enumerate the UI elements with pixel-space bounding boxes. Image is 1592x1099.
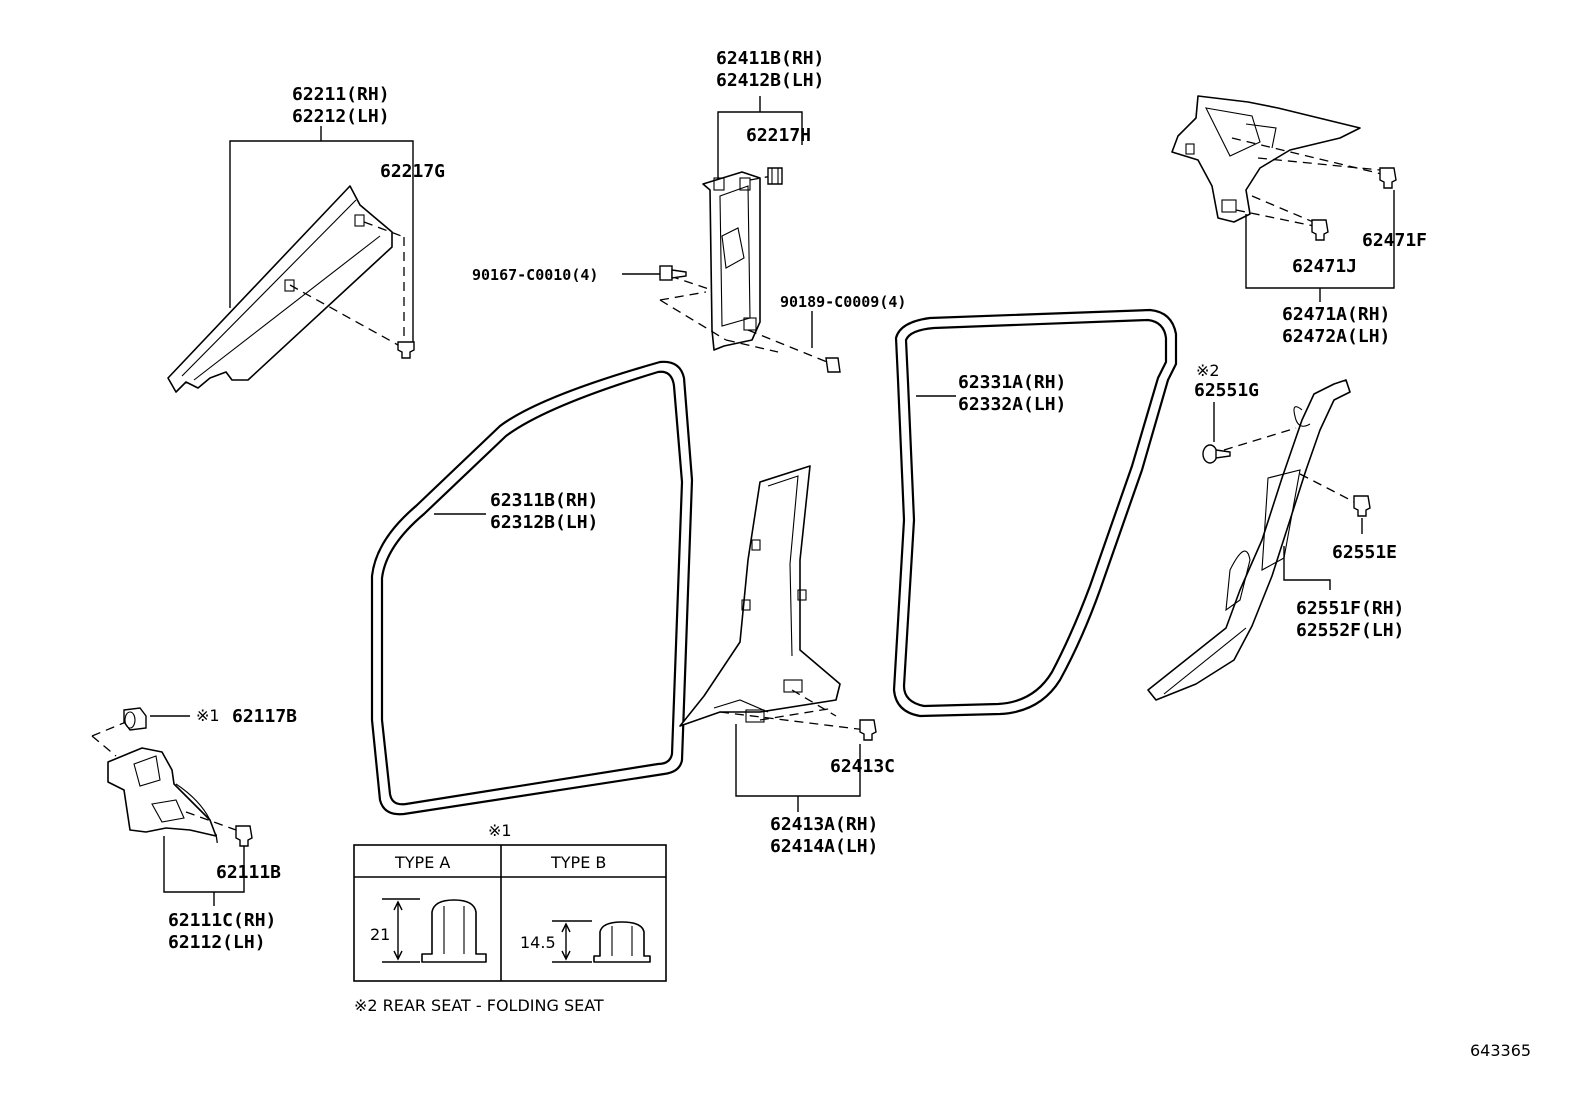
marker-62117b: ※1 [196, 706, 220, 725]
label-62217g: 62217G [380, 161, 445, 182]
clip-62217g-icon [397, 341, 415, 359]
label-62413a: 62413A(RH) [770, 814, 878, 835]
label-62117b: 62117B [232, 706, 297, 727]
label-62312b: 62312B(LH) [490, 512, 598, 533]
pin-62551g-icon [1202, 444, 1231, 464]
label-62217h: 62217H [746, 125, 811, 146]
label-62413c: 62413C [830, 756, 895, 777]
figure-id: 643365 [1470, 1041, 1531, 1060]
clip-62471j-icon [1311, 219, 1329, 241]
b-pillar-upper-garnish [702, 171, 761, 351]
label-62311b: 62311B(RH) [490, 490, 598, 511]
cap-62117b-icon [123, 707, 147, 731]
screw-90167-icon [659, 265, 687, 281]
label-62332a: 62332A(LH) [958, 394, 1066, 415]
type-a-header: TYPE A [394, 853, 450, 872]
label-62412b: 62412B(LH) [716, 70, 824, 91]
type-b-dimension: 14.5 [520, 933, 556, 952]
b-pillar-lower-garnish [679, 465, 841, 727]
label-62551e: 62551E [1332, 542, 1397, 563]
type-b-header: TYPE B [550, 853, 606, 872]
cowl-side-trim [107, 747, 217, 837]
marker-62551g: ※2 [1196, 361, 1220, 380]
label-62211: 62211(RH) [292, 84, 390, 105]
rear-door-opening-trim [892, 308, 1178, 718]
label-62411b: 62411B(RH) [716, 48, 824, 69]
type-a-dimension: 21 [370, 925, 390, 944]
label-62112: 62112(LH) [168, 932, 266, 953]
roof-side-leaders [1231, 137, 1395, 302]
quarter-trim-panel [1147, 379, 1351, 701]
front-door-opening-trim [370, 360, 694, 816]
clip-62111b-icon [235, 825, 253, 847]
label-62111b: 62111B [216, 862, 281, 883]
clip-62413c-icon [859, 719, 877, 741]
type-table-marker: ※1 [488, 821, 512, 840]
label-62331a: 62331A(RH) [958, 372, 1066, 393]
a-pillar-garnish [167, 185, 393, 393]
label-62472a: 62472A(LH) [1282, 326, 1390, 347]
label-62414a: 62414A(LH) [770, 836, 878, 857]
clip-62217h-icon [767, 167, 783, 185]
nut-90189-icon [825, 357, 841, 373]
cowl-side-leaders [91, 715, 245, 906]
clip-62471f-icon [1379, 167, 1397, 189]
type-a-fastener-icon [382, 898, 487, 963]
label-90189: 90189-C0009(4) [780, 293, 906, 311]
label-62212: 62212(LH) [292, 106, 390, 127]
label-62551f: 62551F(RH) [1296, 598, 1404, 619]
label-62471a: 62471A(RH) [1282, 304, 1390, 325]
label-62552f: 62552F(LH) [1296, 620, 1404, 641]
label-62471f: 62471F [1362, 230, 1427, 251]
clip-62551e-icon [1353, 495, 1371, 517]
a-pillar-leaders [229, 126, 414, 346]
label-62111c: 62111C(RH) [168, 910, 276, 931]
label-90167: 90167-C0010(4) [472, 266, 598, 284]
type-b-fastener-icon [552, 920, 651, 963]
b-pillar-lower-leaders [719, 689, 867, 812]
label-62551g: 62551G [1194, 380, 1259, 401]
label-62471j: 62471J [1292, 256, 1357, 277]
type-table: ※1 TYPE A TYPE B 21 14.5 [353, 821, 667, 982]
footnote: ※2 REAR SEAT - FOLDING SEAT [354, 996, 604, 1015]
quarter-trim-leaders [1213, 402, 1363, 590]
